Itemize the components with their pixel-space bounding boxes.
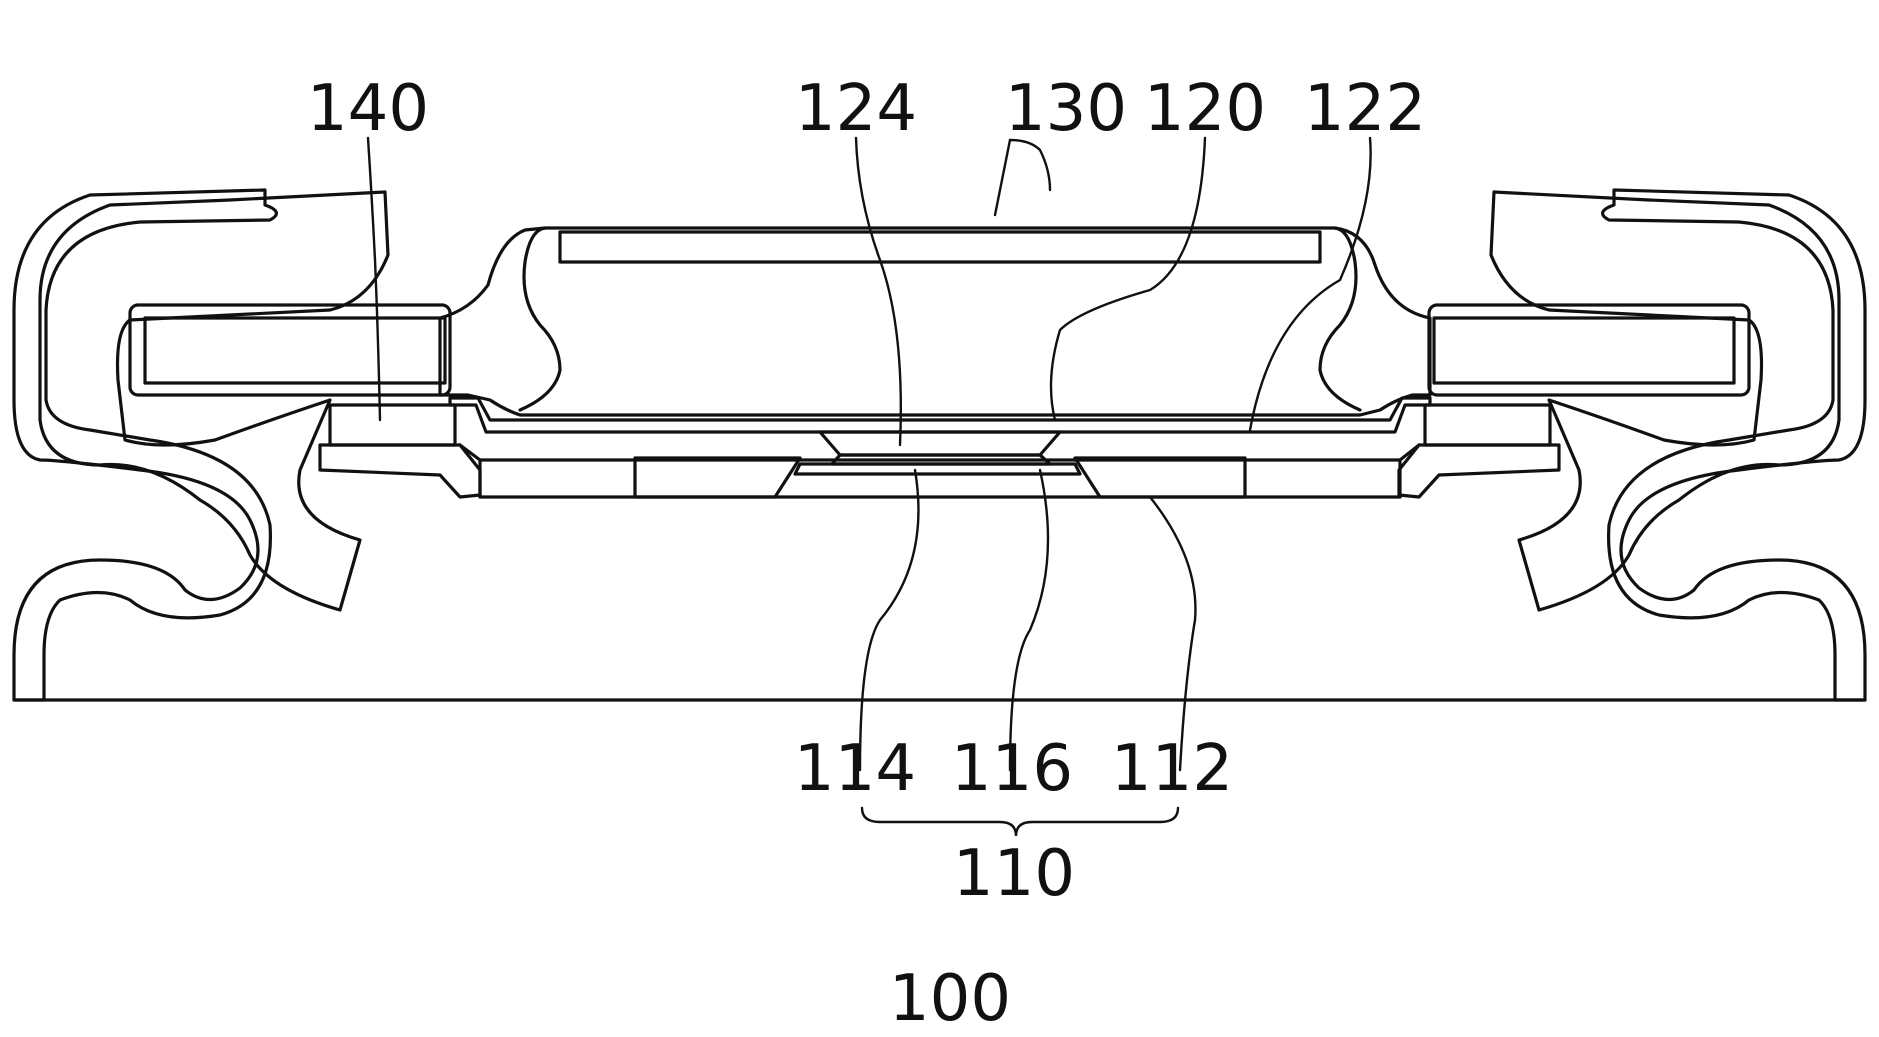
bracket-110 [862,808,1178,836]
layer-112 [320,445,1559,497]
ref-label-114: 114 [794,732,916,806]
substrate-strip [460,445,1419,497]
ref-label-140: 140 [307,72,429,146]
ref-label-122: 122 [1304,72,1426,146]
ref-label-116: 116 [951,732,1073,806]
right-holder [1491,192,1839,610]
lid-130 [440,228,1430,415]
ref-label-112: 112 [1111,732,1233,806]
ref-label-100: 100 [889,962,1011,1036]
ref-label-124: 124 [795,72,917,146]
left-holder [40,192,388,610]
ref-label-130: 130 [1005,72,1127,146]
housing-body [14,190,1865,700]
right-fixing-plate [1429,305,1749,395]
center-electrode-stack [795,432,1080,474]
left-fixing-plate [130,305,450,395]
ref-label-110: 110 [953,837,1075,911]
ref-label-120: 120 [1144,72,1266,146]
